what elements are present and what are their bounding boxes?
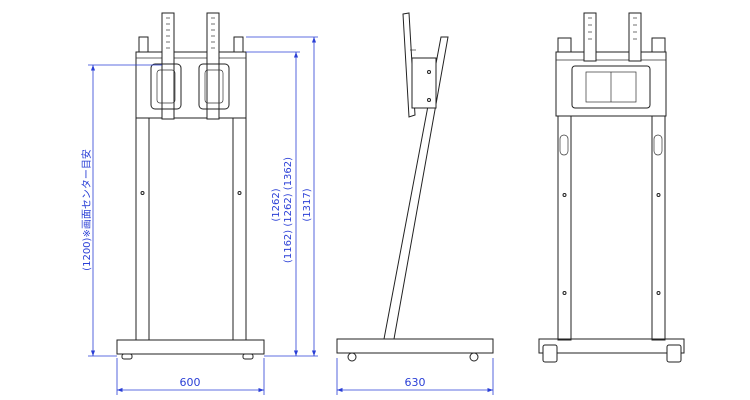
- back-view: [538, 12, 685, 363]
- side-depth-label: 630: [405, 376, 426, 389]
- dimension-lines: [88, 36, 494, 395]
- side-view: [336, 12, 494, 362]
- height-mid-label: (1162) (1262) (1362): [283, 157, 294, 263]
- front-view: [116, 12, 265, 360]
- height-total-label: (1317): [302, 188, 313, 221]
- front-width-label: 600: [180, 376, 201, 389]
- height-inner-label: (1262): [271, 188, 282, 221]
- screen-center-label: (1200)※画面センター目安: [80, 149, 93, 271]
